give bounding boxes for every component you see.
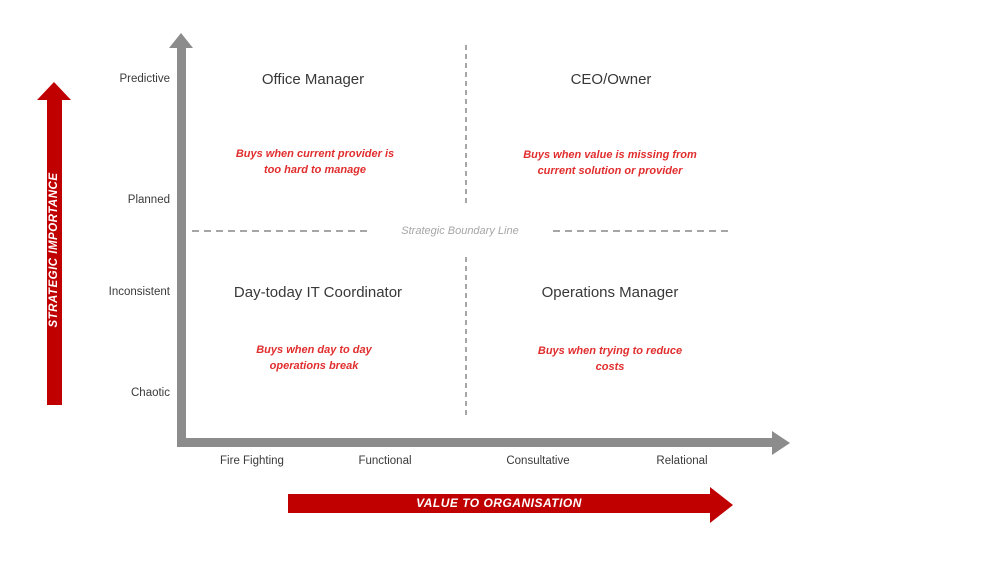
strategic-boundary-label: Strategic Boundary Line [401,225,519,237]
y-axis-line [177,47,186,447]
x-axis-line [177,438,772,447]
y-tick-inconsistent: Inconsistent [108,286,170,298]
vertical-boundary-dash-upper [465,45,467,204]
quadrant-note-ceo-owner: Buys when value is missing from current … [523,149,697,177]
quadrant-note-office-manager: Buys when current provider is too hard t… [235,148,395,176]
vertical-boundary-dash-lower [465,257,467,418]
x-axis-title: VALUE TO ORGANISATION [416,496,582,510]
strategic-boundary-dash-left [192,230,368,232]
y-axis-title: STRATEGIC IMPORTANCE [48,172,60,328]
strategic-boundary-dash-right [553,230,732,232]
y-tick-planned: Planned [127,194,170,206]
quadrant-title-it-coordinator: Day-today IT Coordinator [233,284,403,301]
value-to-organisation-arrowhead-icon [710,487,733,523]
y-tick-predictive: Predictive [119,73,171,85]
quadrant-title-ceo-owner: CEO/Owner [570,71,652,88]
x-tick-fire-fighting: Fire Fighting [220,455,284,467]
x-tick-functional: Functional [358,455,412,467]
y-axis-arrowhead-icon [169,33,193,48]
x-tick-relational: Relational [656,455,708,467]
value-to-organisation-arrow: VALUE TO ORGANISATION [288,494,710,513]
strategic-importance-arrowhead-icon [37,82,71,100]
x-axis-arrowhead-icon [772,431,790,455]
quadrant-note-operations-manager: Buys when trying to reduce costs [537,345,683,373]
y-tick-chaotic: Chaotic [131,387,170,399]
quadrant-note-it-coordinator: Buys when day to day operations break [256,344,372,372]
x-tick-consultative: Consultative [506,455,570,467]
quadrant-title-office-manager: Office Manager [261,71,365,88]
quadrant-title-operations-manager: Operations Manager [541,284,679,301]
strategic-importance-arrow [47,99,62,405]
